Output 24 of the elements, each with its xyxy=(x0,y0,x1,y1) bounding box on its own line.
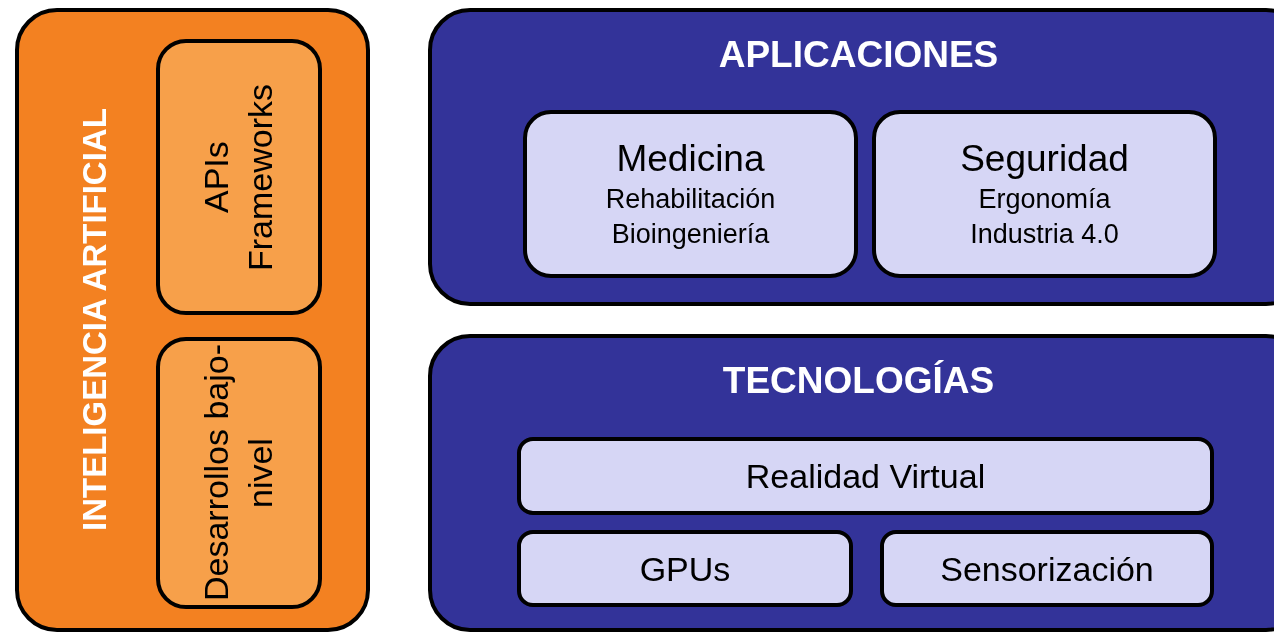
box-label: Realidad Virtual xyxy=(745,456,986,496)
box-label: GPUs xyxy=(639,548,731,589)
process-box xyxy=(517,530,853,607)
box-label: APIs Frameworks xyxy=(196,82,280,273)
group-title: INTELIGENCIA ARTIFICIAL xyxy=(75,107,114,534)
box-item: Bioingeniería xyxy=(611,218,770,251)
group-panel xyxy=(428,334,1274,632)
process-box xyxy=(156,337,322,609)
box-heading: Medicina xyxy=(616,137,765,181)
box-item: Rehabilitación xyxy=(605,183,776,216)
category-box xyxy=(523,110,858,278)
group-title: APLICACIONES xyxy=(717,34,1000,76)
box-label: Sensorización xyxy=(940,548,1154,589)
group-title: TECNOLOGÍAS xyxy=(721,360,996,402)
group-panel xyxy=(15,8,370,632)
box-label: Desarrollos bajo-nivel xyxy=(196,343,280,604)
process-box xyxy=(880,530,1214,607)
group-panel xyxy=(428,8,1274,306)
box-item: Ergonomía xyxy=(978,183,1111,216)
process-box xyxy=(517,437,1214,515)
process-box xyxy=(156,39,322,315)
box-item: Industria 4.0 xyxy=(970,218,1119,251)
box-heading: Seguridad xyxy=(960,137,1129,181)
category-box xyxy=(872,110,1217,278)
